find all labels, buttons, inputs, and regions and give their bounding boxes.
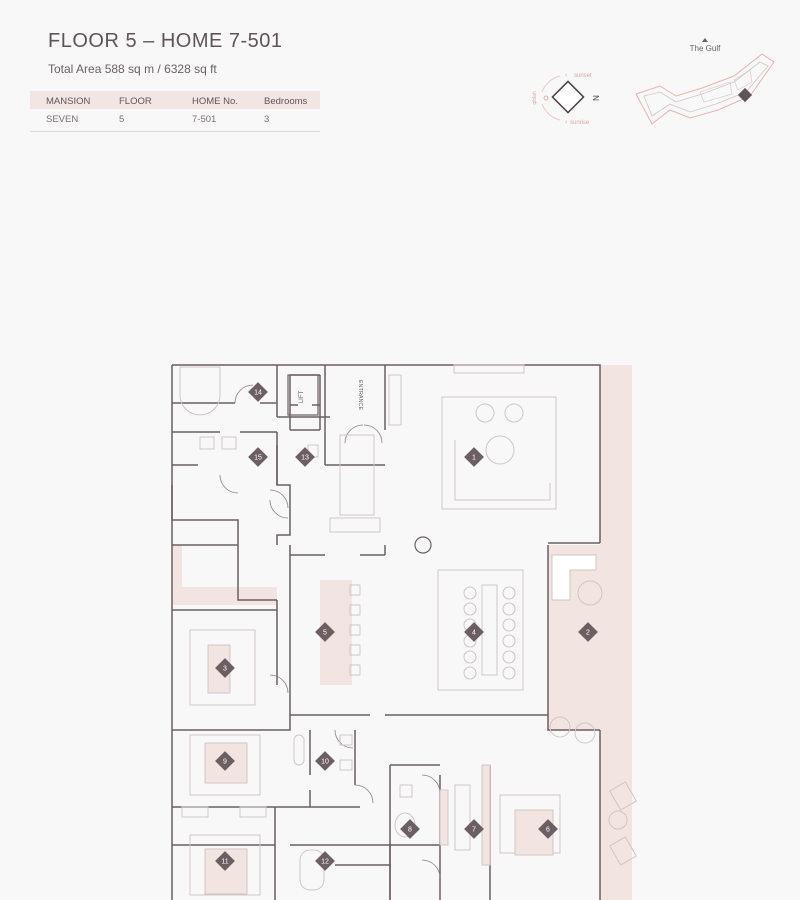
sunset-label: sunset xyxy=(574,73,592,79)
room-number: 5 xyxy=(323,629,327,636)
value-mansion: SEVEN xyxy=(46,114,79,125)
room-marker-8: 8 xyxy=(400,819,420,839)
page-title: FLOOR 5 – HOME 7-501 xyxy=(48,30,283,52)
room-marker-13: 13 xyxy=(295,447,315,467)
north-label: N xyxy=(591,95,600,101)
room-number: 8 xyxy=(408,826,412,833)
room-number: 13 xyxy=(301,454,309,461)
room-marker-4: 4 xyxy=(464,622,484,642)
room-number: 11 xyxy=(221,858,228,865)
compass-icon: sunset sunrise qiblah ‹ ‹ N xyxy=(532,72,600,126)
room-marker-14: 14 xyxy=(248,382,268,402)
floor-plan: LIFT ENTRANCE xyxy=(171,364,637,900)
room-number: 2 xyxy=(586,629,590,636)
room-marker-5: 5 xyxy=(315,622,335,642)
lift-label: LIFT xyxy=(299,391,305,404)
header-home-no: HOME No. xyxy=(192,96,238,107)
room-marker-15: 15 xyxy=(248,447,268,467)
room-marker-7: 7 xyxy=(464,819,484,839)
room-number: 6 xyxy=(546,826,550,833)
spec-table: MANSION FLOOR HOME No. Bedrooms SEVEN 5 … xyxy=(30,91,320,132)
lift xyxy=(287,374,319,416)
room-number: 7 xyxy=(472,826,476,833)
room-number: 12 xyxy=(321,858,329,865)
sunrise-label: sunrise xyxy=(570,120,590,126)
room-number: 1 xyxy=(472,454,476,461)
header-bedrooms: Bedrooms xyxy=(264,96,308,107)
room-number: 3 xyxy=(223,665,227,672)
spec-table-header: MANSION FLOOR HOME No. Bedrooms xyxy=(30,91,320,109)
value-bedrooms: 3 xyxy=(264,114,270,125)
room-number: 10 xyxy=(321,758,329,765)
svg-text:‹: ‹ xyxy=(565,119,568,126)
svg-text:‹: ‹ xyxy=(565,72,568,79)
room-marker-10: 10 xyxy=(315,751,335,771)
header-mansion: MANSION xyxy=(46,96,91,107)
room-number: 14 xyxy=(254,389,262,396)
room-number: 15 xyxy=(254,454,262,461)
qibla-label: qiblah xyxy=(532,91,538,105)
spec-table-row: SEVEN 5 7-501 3 xyxy=(30,109,320,132)
key-plan: The Gulf xyxy=(635,38,775,125)
value-floor: 5 xyxy=(119,114,125,125)
room-marker-12: 12 xyxy=(315,851,335,871)
value-home-no: 7-501 xyxy=(192,114,217,125)
room-number: 9 xyxy=(223,758,227,765)
entrance-label: ENTRANCE xyxy=(357,380,363,411)
room-marker-1: 1 xyxy=(464,447,484,467)
total-area: Total Area 588 sq m / 6328 sq ft xyxy=(48,62,217,76)
header-floor: FLOOR xyxy=(119,96,152,107)
room-number: 4 xyxy=(472,629,476,636)
the-gulf-label: The Gulf xyxy=(690,44,721,53)
